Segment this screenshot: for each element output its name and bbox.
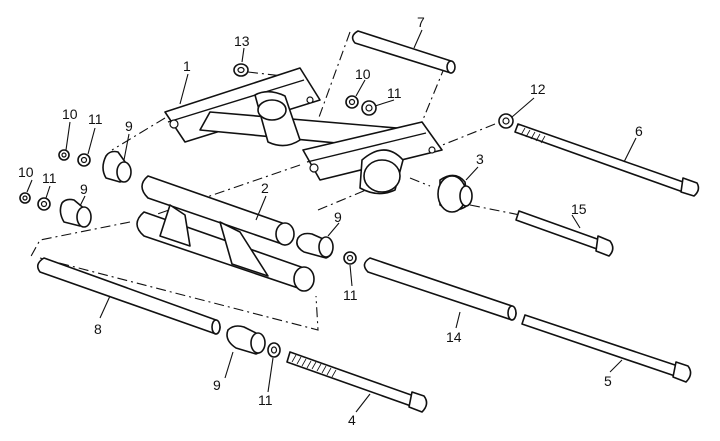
callout-10-left-lower: 10	[18, 164, 34, 180]
callout-14: 14	[446, 329, 462, 345]
part-15-bolt	[515, 210, 614, 257]
callout-13: 13	[234, 33, 250, 49]
part-5-bolt	[521, 314, 692, 383]
part-2-arm	[136, 175, 315, 292]
callout-1: 1	[183, 58, 191, 74]
nut-washer-top-right	[345, 95, 377, 116]
callout-15: 15	[571, 201, 587, 217]
callout-12: 12	[530, 81, 546, 97]
callout-9-bottom: 9	[213, 377, 221, 393]
part-8-rod	[36, 257, 221, 335]
callout-10-left-upper: 10	[62, 106, 78, 122]
callout-11-right-mid: 11	[343, 287, 358, 303]
part-6-bolt	[514, 123, 700, 197]
fasteners-left-upper	[58, 149, 132, 183]
callout-11-left-lower: 11	[42, 170, 57, 186]
callout-3: 3	[476, 151, 484, 167]
fasteners-left-lower	[19, 192, 92, 228]
part-7-rod	[351, 30, 456, 74]
part-4-bolt	[286, 351, 428, 413]
callout-4: 4	[348, 412, 356, 428]
callout-11-left-upper: 11	[88, 111, 103, 127]
fasteners-bottom	[226, 325, 281, 358]
callout-9-left-lower: 9	[80, 181, 88, 197]
callout-2: 2	[261, 180, 269, 196]
callout-11-right-top: 11	[387, 85, 402, 101]
callout-5: 5	[604, 373, 612, 389]
callout-labels: 1 2 3 4 5 6 7 8 9 9 9 9 10 10 10 11 11 1…	[18, 14, 643, 428]
leader-lines	[26, 29, 637, 413]
callout-11-bottom: 11	[258, 392, 273, 408]
callout-8: 8	[94, 321, 102, 337]
callout-6: 6	[635, 123, 643, 139]
callout-10-right: 10	[355, 66, 371, 82]
part-1-frame	[164, 67, 443, 195]
callout-9-right: 9	[334, 209, 342, 225]
part-12-washer	[498, 113, 514, 129]
fasteners-right-mid	[296, 232, 357, 265]
part-13-nut	[233, 63, 249, 77]
callout-7: 7	[417, 14, 425, 30]
part-14-tube	[363, 257, 517, 321]
part-3-mount	[437, 174, 473, 213]
callout-9-left-upper: 9	[125, 118, 133, 134]
